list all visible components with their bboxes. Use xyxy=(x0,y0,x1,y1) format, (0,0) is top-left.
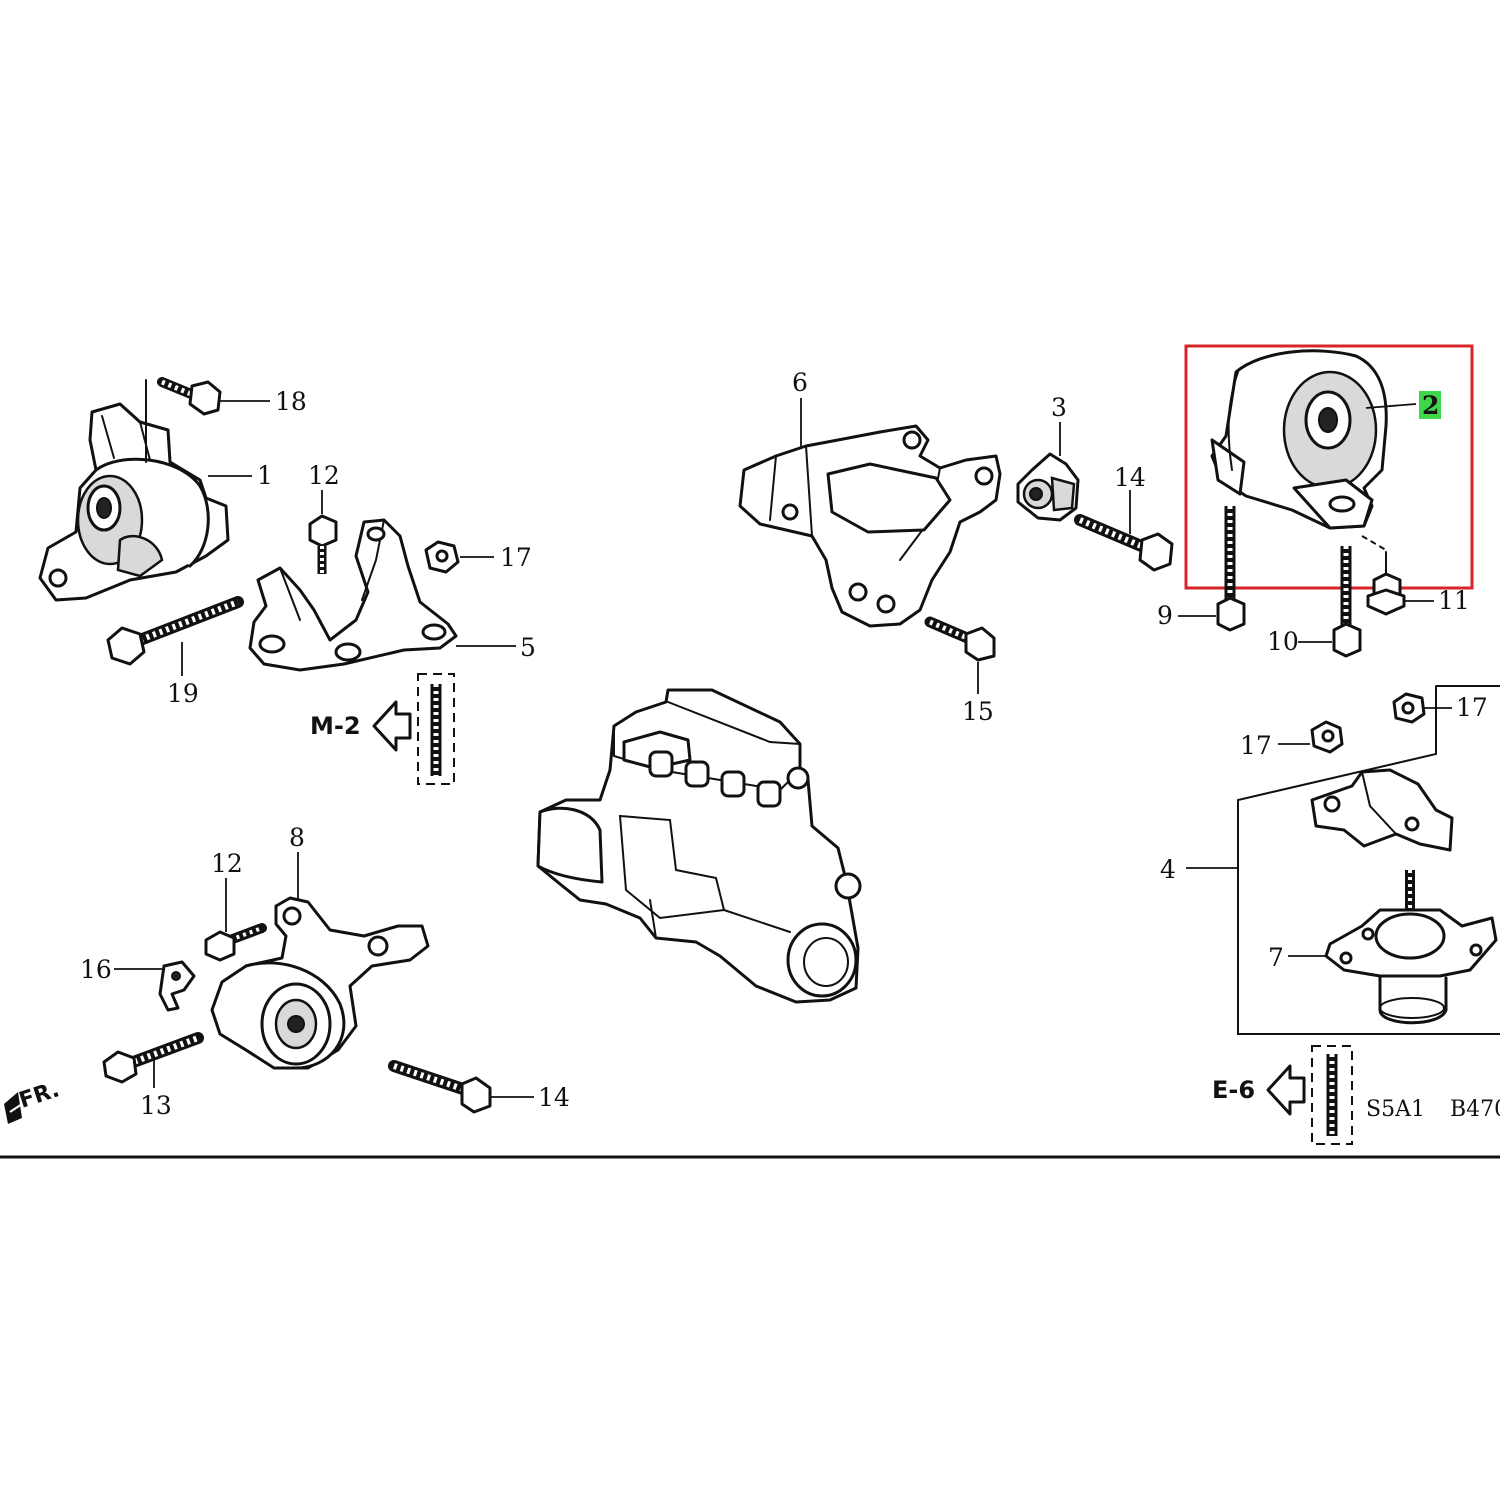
callout-12-upper: 12 xyxy=(308,461,340,490)
part-17-nut-upper-left[interactable] xyxy=(424,540,460,574)
part-12-bolt-lower[interactable] xyxy=(204,923,267,962)
front-direction-marker: FR. xyxy=(4,1077,63,1124)
part-13-bolt[interactable] xyxy=(102,1032,204,1084)
part-2-engine-mount[interactable] xyxy=(1210,349,1388,530)
callout-9: 9 xyxy=(1157,601,1173,630)
part-10-stud-bolt[interactable] xyxy=(1332,546,1362,658)
part-6-engine-side-bracket[interactable] xyxy=(738,424,1002,628)
part-14-bolt-upper[interactable] xyxy=(1074,514,1174,572)
selected-part-highlight-box[interactable] xyxy=(1184,344,1474,590)
callout-12-lower: 12 xyxy=(211,849,243,878)
part-5-mount-bracket[interactable] xyxy=(248,518,458,672)
callout-7: 7 xyxy=(1268,943,1284,972)
callout-1: 1 xyxy=(257,461,273,490)
callout-13: 13 xyxy=(140,1091,172,1120)
part-15-bolt[interactable] xyxy=(924,616,996,662)
part-17-nut-right-middle[interactable] xyxy=(1310,720,1344,754)
part-8-lower-mount[interactable] xyxy=(210,896,430,1070)
reference-e6-label: E-6 xyxy=(1212,1076,1255,1104)
part-19-bolt[interactable] xyxy=(106,596,244,666)
part-17-nut-right-top[interactable] xyxy=(1392,692,1426,724)
part-3-bushing-bracket[interactable] xyxy=(1016,452,1080,522)
callout-17-upper-left: 17 xyxy=(500,543,532,572)
part-18-bolt[interactable] xyxy=(145,377,222,463)
callout-11: 11 xyxy=(1438,586,1470,615)
callout-2: 2 xyxy=(1422,391,1439,420)
front-direction-label: FR. xyxy=(16,1077,62,1113)
callout-17-right-middle: 17 xyxy=(1240,731,1272,760)
reference-m2-arrow[interactable]: M-2 xyxy=(310,673,455,785)
callout-19: 19 xyxy=(167,679,199,708)
callout-4: 4 xyxy=(1160,855,1176,884)
part-4-upper-bracket[interactable] xyxy=(1310,768,1454,852)
part-12-bolt-upper[interactable] xyxy=(308,514,338,574)
engine-block-illustration xyxy=(536,688,862,1004)
part-7-hydraulic-mount[interactable] xyxy=(1324,870,1498,1025)
callout-10: 10 xyxy=(1267,627,1299,656)
callout-14-lower: 14 xyxy=(538,1083,570,1112)
callout-15: 15 xyxy=(962,697,994,726)
callout-5: 5 xyxy=(520,633,536,662)
part-11-nut[interactable] xyxy=(1361,535,1406,616)
part-4-assembly-group[interactable] xyxy=(1237,685,1500,1035)
part-1-transmission-mount[interactable] xyxy=(38,402,230,602)
callout-14-upper: 14 xyxy=(1114,463,1146,492)
reference-e6-arrow[interactable]: E-6 xyxy=(1212,1045,1353,1145)
callout-8: 8 xyxy=(289,823,305,852)
callout-6: 6 xyxy=(792,368,808,397)
callout-18: 18 xyxy=(275,387,307,416)
part-2-badge[interactable] xyxy=(1419,391,1441,419)
callout-3: 3 xyxy=(1051,393,1067,422)
diagram-code-2: B470 xyxy=(1450,1097,1500,1122)
reference-m2-label: M-2 xyxy=(310,712,361,740)
part-14-bolt-lower[interactable] xyxy=(388,1060,492,1114)
part-9-stud-bolt[interactable] xyxy=(1216,506,1246,632)
callout-16: 16 xyxy=(80,955,112,984)
part-16-clip[interactable] xyxy=(158,960,196,1012)
callout-17-right-top: 17 xyxy=(1456,693,1488,722)
diagram-code-1: S5A1 xyxy=(1366,1097,1425,1122)
